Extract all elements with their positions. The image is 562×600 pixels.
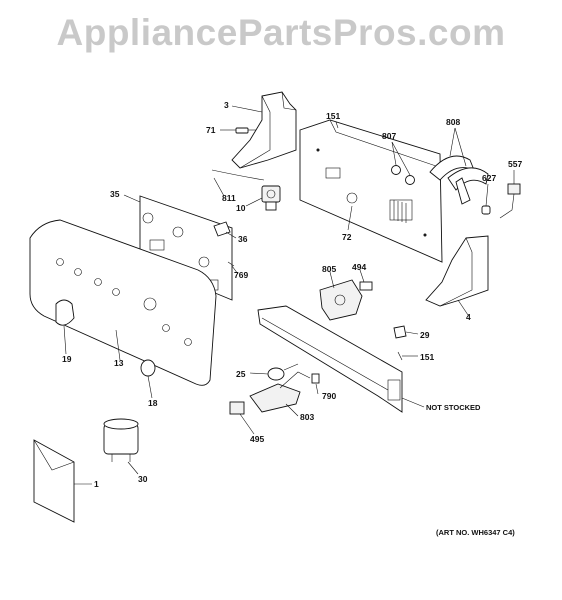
part-30-capacitor[interactable] <box>103 418 139 462</box>
callout-808: 808 <box>446 117 460 127</box>
not-stocked-note: NOT STOCKED <box>426 403 481 412</box>
callout-151-lower: 151 <box>420 352 434 362</box>
callout-10: 10 <box>236 203 246 213</box>
callout-807: 807 <box>382 131 396 141</box>
part-769-screw[interactable] <box>227 261 235 267</box>
part-13-console[interactable] <box>29 219 217 386</box>
part-627-strain-relief[interactable] <box>481 205 491 215</box>
part-base-tray[interactable] <box>257 305 403 413</box>
callout-151-top: 151 <box>326 111 340 121</box>
part-36-knob[interactable] <box>213 221 231 237</box>
part-494-coupler[interactable] <box>359 281 373 291</box>
callout-30: 30 <box>138 474 148 484</box>
callout-13: 13 <box>114 358 124 368</box>
callout-557: 557 <box>508 159 522 169</box>
part-18-ring[interactable] <box>140 359 156 377</box>
part-811-wire[interactable] <box>211 169 265 181</box>
part-71-screw[interactable] <box>235 127 256 134</box>
part-1-literature-envelope[interactable] <box>33 439 75 523</box>
callout-71: 71 <box>206 125 216 135</box>
callout-769: 769 <box>234 270 248 280</box>
part-151-screw-lower[interactable] <box>397 351 403 361</box>
part-10-switch[interactable] <box>261 185 281 211</box>
callout-35: 35 <box>110 189 120 199</box>
callout-627: 627 <box>482 173 496 183</box>
callout-494: 494 <box>352 262 366 272</box>
part-805-valve[interactable] <box>319 279 363 321</box>
callout-803: 803 <box>300 412 314 422</box>
callout-72: 72 <box>342 232 352 242</box>
part-790-clip[interactable] <box>311 373 320 384</box>
callout-25: 25 <box>236 369 246 379</box>
part-3-end-cap[interactable] <box>231 91 297 169</box>
callout-811: 811 <box>222 193 236 203</box>
callout-19: 19 <box>62 354 72 364</box>
callout-29: 29 <box>420 330 430 340</box>
part-803-harness[interactable] <box>249 371 311 413</box>
part-25-sensor[interactable] <box>267 363 299 381</box>
part-557-cord[interactable] <box>499 183 521 219</box>
part-807-nuts[interactable] <box>391 165 415 185</box>
part-35-control-board[interactable] <box>139 195 233 301</box>
part-4-end-cap[interactable] <box>425 235 489 307</box>
part-808-hoses[interactable] <box>429 155 489 205</box>
callout-495: 495 <box>250 434 264 444</box>
callout-1: 1 <box>94 479 99 489</box>
watermark-logo: AppliancePartsPros.com <box>56 12 506 53</box>
leader-lines <box>63 105 515 485</box>
callout-805: 805 <box>322 264 336 274</box>
part-495-connector[interactable] <box>229 401 245 415</box>
callout-4: 4 <box>466 312 471 322</box>
callout-18: 18 <box>148 398 158 408</box>
callout-790: 790 <box>322 391 336 401</box>
art-number: (ART NO. WH6347 C4) <box>436 528 515 537</box>
part-72-backsplash-panel[interactable] <box>299 119 443 263</box>
part-29-clip[interactable] <box>393 325 407 339</box>
callout-36: 36 <box>238 234 248 244</box>
callout-3: 3 <box>224 100 229 110</box>
part-19-knob[interactable] <box>55 299 75 326</box>
